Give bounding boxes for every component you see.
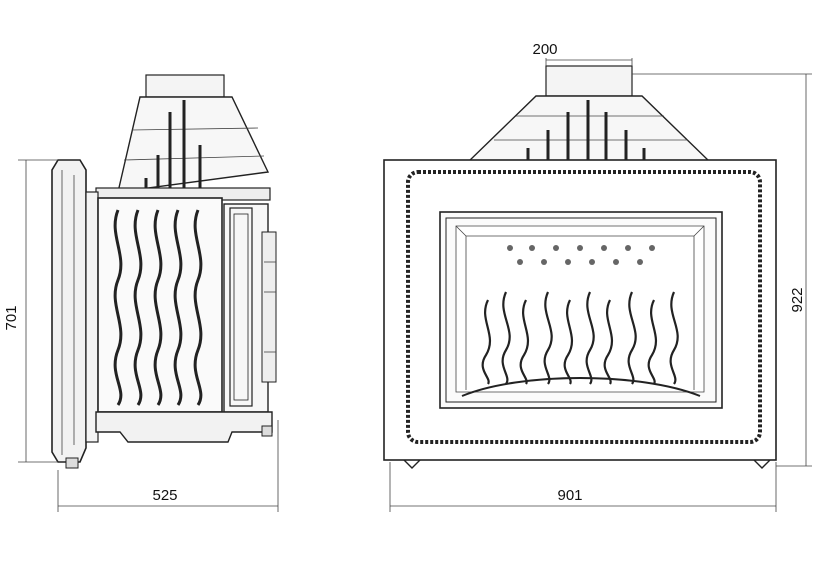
side-door-hinge [65, 457, 79, 469]
front-height-label: 922 [789, 287, 806, 312]
side-flue-collar [145, 74, 225, 98]
side-view: 701 525 [3, 74, 279, 512]
side-wavy-ribs [113, 209, 203, 406]
front-flue-dimension: 200 [532, 41, 633, 66]
front-gasket [406, 170, 762, 444]
side-base [95, 411, 273, 443]
side-hood [117, 96, 270, 193]
front-grate [461, 377, 701, 397]
side-rear-frame [223, 203, 269, 413]
front-air-holes [507, 245, 655, 265]
front-width-dimension: 901 [389, 462, 777, 512]
front-view: 200 901 922 [383, 41, 812, 512]
side-door-plate [51, 159, 87, 463]
side-height-label: 701 [3, 305, 20, 330]
front-height-dimension: 922 [632, 73, 812, 467]
side-depth-dimension: 525 [57, 420, 279, 512]
side-body [97, 197, 223, 413]
side-depth-label: 525 [152, 487, 177, 504]
front-width-label: 901 [557, 487, 582, 504]
side-height-dimension: 701 [3, 159, 58, 463]
front-flue-collar [545, 65, 633, 97]
front-flue-label: 200 [532, 41, 557, 58]
front-firebox [455, 225, 705, 393]
